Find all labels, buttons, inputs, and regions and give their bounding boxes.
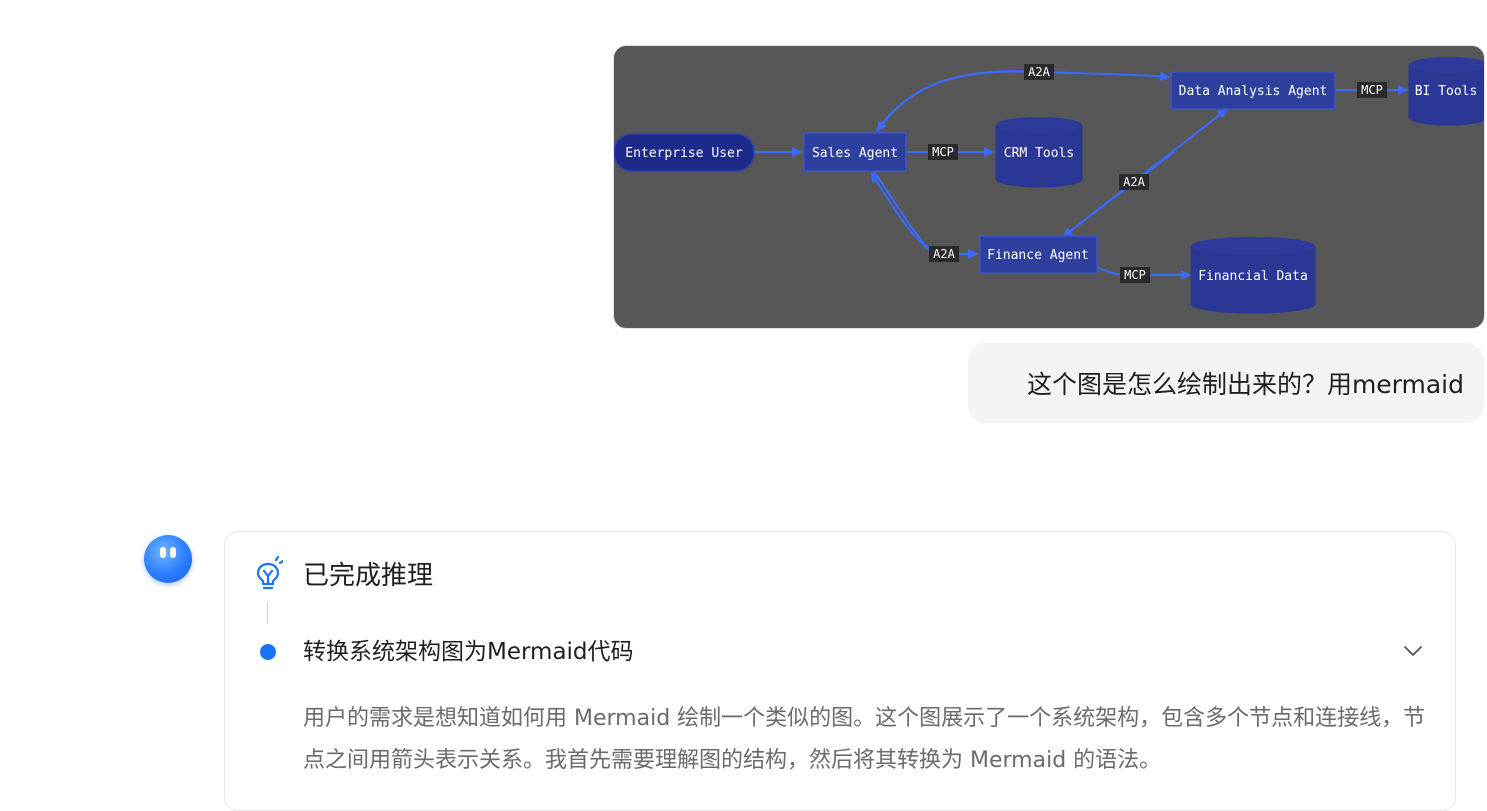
avatar-eye-right	[170, 547, 176, 558]
reasoning-card: 已完成推理 转换系统架构图为Mermaid代码 用户的需求是想知道如何用 Mer…	[224, 531, 1456, 811]
node-finance-agent: Finance Agent	[979, 235, 1098, 274]
svg-text:A2A: A2A	[933, 247, 955, 261]
edge-label-finance-data: A2A	[1119, 174, 1149, 190]
svg-text:CRM Tools: CRM Tools	[1004, 146, 1074, 161]
lightbulb-icon	[253, 555, 285, 596]
user-question-bubble: 这个图是怎么绘制出来的？用mermaid	[968, 343, 1484, 423]
edge-data-sales	[876, 70, 1035, 132]
chevron-down-icon[interactable]	[1403, 642, 1423, 661]
edge-label-sales-data: A2A	[1024, 64, 1054, 80]
reasoning-status-title: 已完成推理	[303, 561, 434, 591]
svg-text:Finance Agent: Finance Agent	[987, 248, 1089, 263]
edge-label-sales-crm: MCP	[928, 144, 958, 160]
timeline-connector	[267, 602, 268, 624]
step-indicator-dot	[260, 644, 276, 660]
node-financial-data: Financial Data	[1190, 237, 1316, 314]
node-enterprise-user: Enterprise User	[614, 133, 755, 172]
svg-text:Data Analysis Agent: Data Analysis Agent	[1179, 84, 1328, 99]
edge-label-data-bi: MCP	[1357, 82, 1387, 98]
svg-text:MCP: MCP	[932, 145, 954, 159]
reasoning-step-title[interactable]: 转换系统架构图为Mermaid代码	[303, 639, 634, 665]
edge-label-finance-financial: MCP	[1120, 267, 1150, 283]
edge-finance-sales	[870, 172, 935, 255]
svg-text:MCP: MCP	[1124, 268, 1146, 282]
node-sales-agent: Sales Agent	[803, 132, 907, 172]
edge-data-finance	[1062, 151, 1175, 238]
node-data-analysis-agent: Data Analysis Agent	[1170, 71, 1336, 110]
svg-text:A2A: A2A	[1028, 65, 1050, 79]
svg-text:MCP: MCP	[1361, 83, 1383, 97]
reasoning-step-body: 用户的需求是想知道如何用 Mermaid 绘制一个类似的图。这个图展示了一个系统…	[303, 706, 1426, 773]
avatar-eye-left	[160, 547, 166, 558]
node-crm-tools: CRM Tools	[995, 117, 1083, 188]
svg-text:A2A: A2A	[1123, 175, 1145, 189]
svg-text:Enterprise User: Enterprise User	[625, 146, 743, 161]
svg-text:Financial Data: Financial Data	[1198, 269, 1308, 284]
node-bi-tools: BI Tools	[1408, 57, 1484, 126]
user-question-text: 这个图是怎么绘制出来的？用mermaid	[1026, 370, 1464, 399]
edge-label-sales-finance: A2A	[929, 246, 959, 262]
svg-text:Sales Agent: Sales Agent	[812, 146, 898, 161]
edge-sales-finance	[873, 171, 978, 259]
diagram-image[interactable]: A2A MCP MCP A2A A2A MCP Enterprise User	[614, 46, 1484, 328]
svg-text:BI Tools: BI Tools	[1415, 84, 1478, 99]
assistant-avatar	[144, 535, 192, 583]
